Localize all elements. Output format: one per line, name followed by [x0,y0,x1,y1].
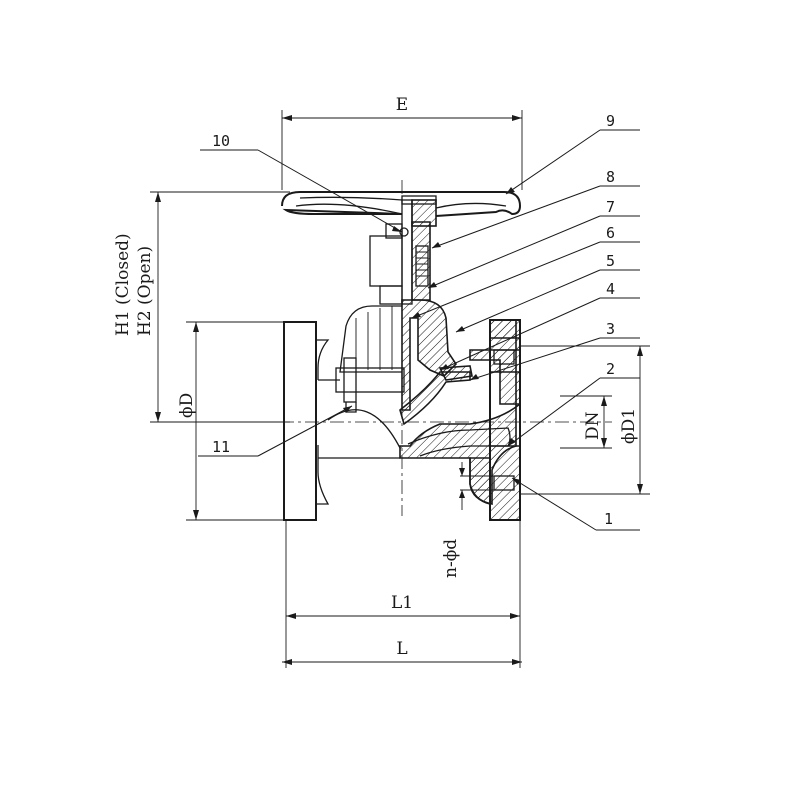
callout-6: 6 [411,224,640,319]
callout-10: 10 [200,132,403,233]
callout-4-label: 4 [606,280,615,298]
dim-E: E [281,95,523,190]
dim-nd-label: n-ϕd [441,539,461,578]
right-flange-section [469,445,521,521]
callout-4: 4 [439,280,640,371]
handwheel [281,191,522,217]
callout-10-label: 10 [212,132,230,150]
dim-L-label: L [396,639,407,659]
dim-H2-label: H2 (Open) [135,246,155,336]
callout-5: 5 [455,252,640,333]
callout-9: 9 [505,112,640,195]
dim-DN: DN [560,395,612,449]
dim-nd: n-ϕd [441,462,494,578]
stem-pin [399,227,409,237]
valve-stem [401,199,413,305]
dim-H: H1 (Closed) H2 (Open) [113,191,290,423]
dim-DN-label: DN [583,411,603,440]
dim-D1-label: ϕD1 [619,408,639,444]
left-neck-bottom [316,445,330,505]
callout-8: 8 [431,168,640,249]
body-arc [327,409,401,449]
dim-L1: L1 [285,520,521,668]
callout-3-label: 3 [606,320,615,338]
dim-E-label: E [396,95,408,115]
yoke-left [369,235,403,287]
dim-L1-label: L1 [391,593,413,613]
dim-D: ϕD [177,321,284,521]
callout-8-label: 8 [606,168,615,186]
callout-11: 11 [198,405,353,457]
callout-9-label: 9 [606,112,615,130]
callout-11-label: 11 [212,438,230,456]
flange-bolt-hole-top [493,349,515,365]
stem-sleeve [411,221,431,301]
callout-1: 1 [511,477,640,531]
dim-D-label: ϕD [177,393,197,418]
left-neck-top [316,339,330,380]
dim-D1: ϕD1 [520,345,650,495]
left-flange [283,321,317,521]
callout-2-label: 2 [606,360,615,378]
callout-7-label: 7 [606,198,615,216]
callout-7: 7 [427,198,640,289]
bonnet-bolt [343,357,357,403]
bonnet-assembly [281,191,522,426]
callout-1-label: 1 [604,510,613,528]
callout-5-label: 5 [606,252,615,270]
valve-body [283,319,521,521]
bonnet-left [339,305,402,373]
callout-2: 2 [507,360,640,447]
callout-3: 3 [469,320,640,381]
dim-L: L [282,639,522,665]
callout-6-label: 6 [606,224,615,242]
dim-H1-label: H1 (Closed) [113,233,133,336]
flange-bolt-hole [493,475,515,491]
